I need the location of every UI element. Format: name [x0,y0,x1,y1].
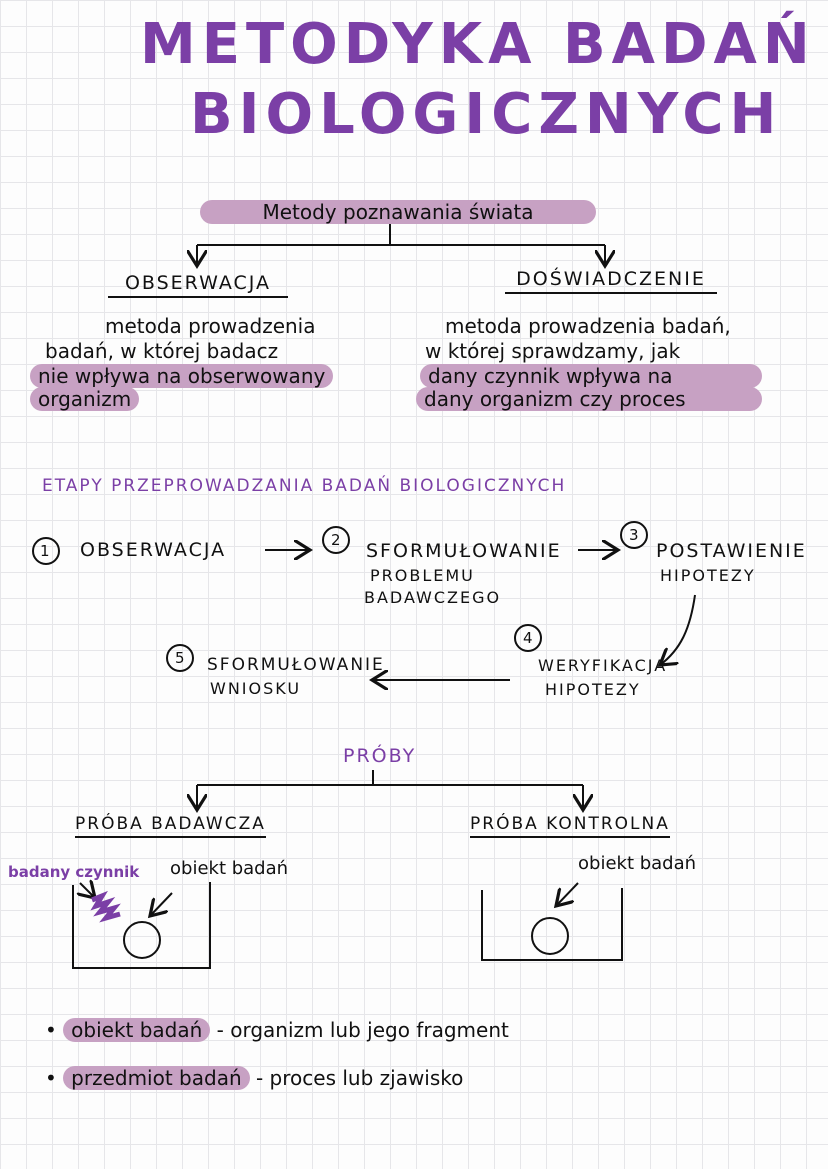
step-3-line-1: POSTAWIENIE [656,540,807,562]
control-container [481,888,623,961]
research-object-circle [123,921,161,959]
step-2-circle [322,526,350,554]
observation-line-2: badań, w której badacz [45,339,279,363]
step-1-label: OBSERWACJA [80,539,227,561]
methods-connector [197,222,605,246]
experiment-line-1: metoda prowadzenia badań, [445,314,731,338]
experiment-line-2: w której sprawdzamy, jak [425,339,681,363]
research-object-arrow [150,892,173,916]
factor-arrow [80,883,95,898]
definition-1-text: - organizm lub jego fragment [216,1018,509,1042]
control-sample-label: PRÓBA KONTROLNA [470,814,670,838]
step-4-number: 4 [523,629,533,647]
research-container [72,882,211,969]
step-5-number: 5 [175,649,185,667]
control-object-arrow [556,882,579,906]
experiment-highlight-1: dany czynnik wpływa na [420,364,762,388]
factor-label: badany czynnik [8,863,140,881]
samples-heading: PRÓBY [343,745,417,767]
observation-highlight-2: organizm [30,387,140,411]
step-5-circle [166,644,194,672]
step-1-number: 1 [40,542,50,560]
control-object-circle [531,917,569,955]
definition-2-text: - proces lub zjawisko [255,1066,464,1090]
experiment-highlight-2: dany organizm czy proces [416,387,762,411]
step-5-line-2: WNIOSKU [210,679,302,698]
samples-connector [197,770,583,786]
definition-1: • obiekt badań - organizm lub jego fragm… [45,1018,509,1042]
observation-label: OBSERWACJA [108,272,288,298]
arrow-3-4 [660,594,696,665]
stages-heading: ETAPY PRZEPROWADZANIA BADAŃ BIOLOGICZNYC… [42,476,567,496]
bullet: • [45,1066,64,1090]
step-3-line-2: HIPOTEZY [660,566,756,585]
step-1-circle [32,537,60,565]
title-line-1: METODYKA BADAŃ [140,12,816,77]
step-2-line-2: PROBLEMU [370,566,475,585]
step-3-number: 3 [629,526,639,544]
control-object-label: obiekt badań [578,853,697,874]
research-sample-label: PRÓBA BADAWCZA [75,814,266,838]
step-2-number: 2 [331,531,341,549]
observation-highlight-1: nie wpływa na obserwowany [30,364,334,388]
step-4-line-1: WERYFIKACJA [538,656,668,675]
step-4-circle [514,624,542,652]
step-5-line-1: SFORMUŁOWANIE [207,655,385,675]
methods-heading: Metody poznawania świata [200,200,596,224]
definition-1-term: obiekt badań [63,1018,211,1042]
definition-2-term: przedmiot badań [63,1066,250,1090]
title-line-2: BIOLOGICZNYCH [190,82,783,147]
step-2-line-3: BADAWCZEGO [364,588,502,607]
definition-2: • przedmiot badań - proces lub zjawisko [45,1066,463,1090]
observation-line-1: metoda prowadzenia [105,314,316,338]
factor-zigzag-icon [90,890,121,923]
step-2-line-1: SFORMUŁOWANIE [366,540,562,562]
experiment-label: DOŚWIADCZENIE [505,268,717,294]
research-object-label: obiekt badań [170,858,289,879]
step-4-line-2: HIPOTEZY [545,680,641,699]
step-3-circle [620,521,648,549]
bullet: • [45,1018,64,1042]
